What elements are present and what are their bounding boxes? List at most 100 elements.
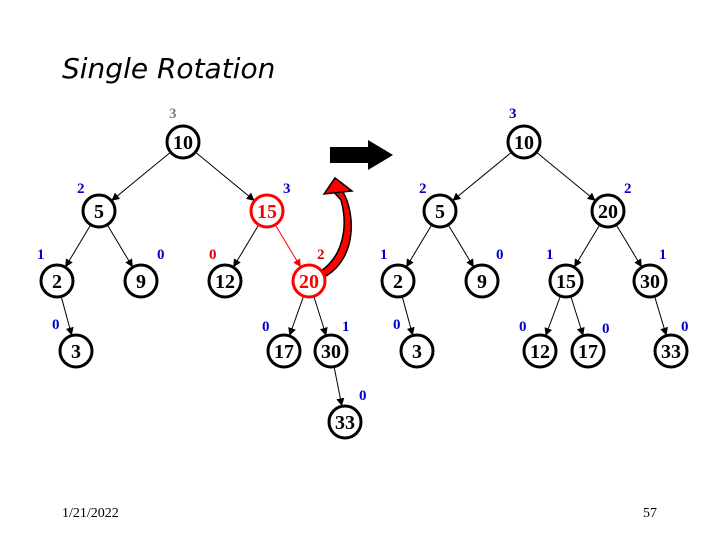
before-node-9: 90 [123, 247, 165, 299]
tree-nodes: 1035215321901202023017030133010352202219… [37, 106, 689, 440]
after-node-circle [590, 193, 626, 229]
after-edge-15-12 [544, 295, 561, 337]
before-edge-30-33 [333, 366, 345, 407]
curved-rotation-arrow-icon [319, 176, 354, 277]
before-node-value: 3 [71, 341, 81, 363]
before-node-20: 20 2 [291, 247, 327, 299]
after-node-30: 30 1 [632, 247, 668, 299]
before-node-height-label: 1 [342, 319, 350, 335]
before-node-circle [165, 124, 201, 160]
after-node-value: 20 [598, 201, 618, 223]
after-node-circle [464, 263, 500, 299]
before-node-circle [327, 404, 363, 440]
after-node-value: 3 [412, 341, 422, 363]
before-edge-15-20 [274, 224, 301, 268]
after-node-height-label: 1 [546, 247, 554, 263]
before-node-circle [123, 263, 159, 299]
before-node-circle [58, 333, 94, 369]
before-edge-15-12 [233, 224, 260, 268]
after-node-value: 2 [393, 271, 403, 293]
after-node-circle [632, 263, 668, 299]
slide-page-number: 57 [643, 506, 657, 521]
before-node-circle [39, 263, 75, 299]
before-node-33: 330 [327, 388, 367, 440]
after-node-height-label: 0 [602, 321, 610, 337]
after-node-height-label: 0 [496, 247, 504, 263]
before-node-value: 9 [136, 271, 146, 293]
after-edge-30-33 [654, 296, 668, 336]
after-node-value: 30 [640, 271, 660, 293]
after-node-5: 52 [419, 181, 458, 229]
after-node-33: 330 [653, 319, 689, 369]
before-node-value: 15 [257, 201, 277, 223]
after-node-height-label: 0 [681, 319, 689, 335]
before-node-height-label: 0 [262, 319, 270, 335]
before-node-30: 301 [313, 319, 350, 369]
slide-date: 1/21/2022 [62, 506, 119, 521]
before-node-height-label: 0 [157, 247, 165, 263]
after-edge-5-9 [447, 224, 474, 268]
after-node-value: 10 [514, 132, 534, 154]
right-arrow-icon [330, 140, 393, 170]
before-edge-20-17 [288, 295, 305, 336]
before-edge-20-30 [313, 296, 328, 336]
before-node-circle [249, 193, 285, 229]
after-node-12: 120 [519, 319, 558, 369]
after-node-height-label: 1 [659, 247, 667, 263]
after-node-2: 21 [380, 247, 416, 299]
after-edge-5-2 [406, 224, 433, 268]
before-node-circle [266, 333, 302, 369]
before-node-value: 2 [52, 271, 62, 293]
before-node-10: 10 3 [165, 106, 201, 160]
before-node-value: 10 [173, 132, 193, 154]
before-edge-2-3 [60, 296, 74, 336]
after-node-height-label: 0 [519, 319, 527, 335]
after-node-17: 170 [570, 321, 610, 369]
after-node-value: 15 [556, 271, 576, 293]
after-node-height-label: 0 [393, 317, 401, 333]
before-node-12: 120 [207, 247, 243, 299]
before-node-2: 21 [37, 247, 75, 299]
before-node-value: 5 [94, 201, 104, 223]
before-edge-5-9 [106, 224, 133, 268]
before-node-circle [207, 263, 243, 299]
before-edge-10-15 [195, 151, 255, 201]
before-node-height-label: 0 [52, 317, 60, 333]
after-node-value: 12 [530, 341, 550, 363]
after-edge-20-15 [574, 224, 601, 268]
before-node-circle [313, 333, 349, 369]
after-node-height-label: 2 [419, 181, 427, 197]
before-node-value: 20 [299, 271, 319, 293]
after-edge-15-17 [570, 296, 585, 336]
after-node-3: 30 [393, 317, 435, 369]
after-node-height-label: 1 [380, 247, 388, 263]
after-node-circle [422, 193, 458, 229]
after-edge-20-30 [615, 224, 642, 268]
before-node-circle [291, 263, 327, 299]
after-node-value: 33 [661, 341, 681, 363]
before-edge-5-2 [65, 224, 92, 268]
before-node-height-label: 2 [317, 247, 325, 263]
before-node-height-label: 3 [169, 106, 177, 122]
after-node-circle [548, 263, 584, 299]
after-node-value: 17 [578, 341, 598, 363]
after-node-circle [380, 263, 416, 299]
before-node-value: 17 [274, 341, 294, 363]
after-node-circle [653, 333, 689, 369]
before-node-value: 30 [321, 341, 341, 363]
after-edge-10-20 [536, 151, 596, 201]
before-node-height-label: 0 [209, 247, 217, 263]
after-node-value: 5 [435, 201, 445, 223]
after-node-circle [570, 333, 606, 369]
before-node-height-label: 1 [37, 247, 45, 263]
before-node-height-label: 3 [283, 181, 291, 197]
before-edge-10-5 [111, 151, 171, 201]
slide-title: Single Rotation [62, 52, 276, 85]
after-node-circle [522, 333, 558, 369]
after-node-20: 202 [590, 181, 632, 229]
after-edge-10-5 [452, 151, 512, 201]
before-node-value: 33 [335, 412, 355, 434]
before-node-height-label: 0 [359, 388, 367, 404]
after-node-height-label: 3 [509, 106, 517, 122]
